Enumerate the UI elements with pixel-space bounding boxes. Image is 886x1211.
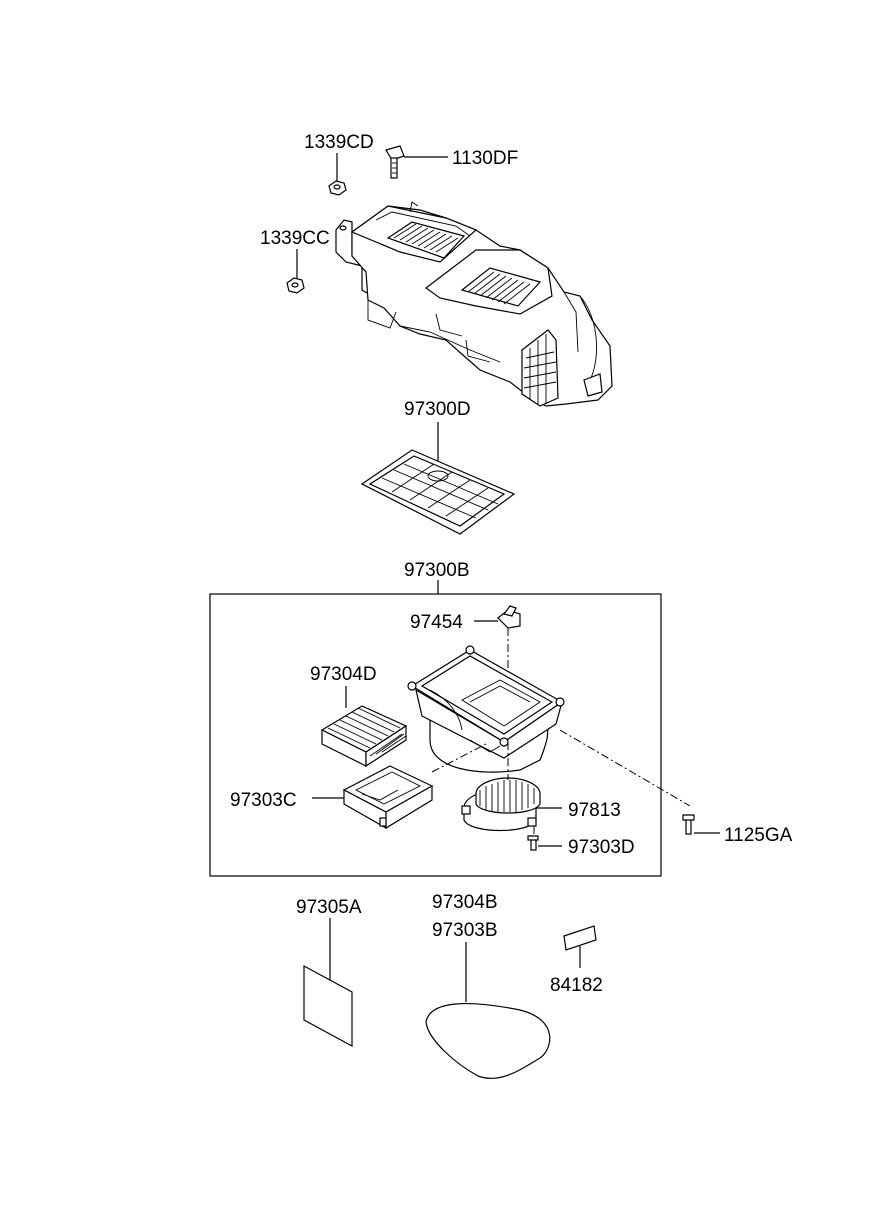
label-97303C: 97303C [230,790,297,811]
label-97303D: 97303D [568,837,635,858]
label-97300B: 97300B [404,560,470,581]
label-1130DF: 1130DF [452,148,518,169]
label-97303B: 97303B [432,920,498,941]
sensor-97454[interactable] [497,605,521,629]
blower-housing[interactable] [335,201,613,407]
filter-97304D[interactable] [320,705,408,768]
fan-motor-97813[interactable] [461,777,541,832]
dash-97303C [431,743,487,773]
label-84182[interactable] [563,925,597,951]
nut-1339CD[interactable] [328,180,347,196]
assembly-box-97300B [209,593,662,877]
label-97304D: 97304D [310,664,377,685]
screw-97303D[interactable] [527,835,539,851]
label-84182: 84182 [550,975,603,996]
label-97454: 97454 [410,612,463,633]
label-97304B: 97304B [432,892,498,913]
filter-97300D[interactable] [360,449,516,535]
label-1339CD: 1339CD [304,132,374,153]
blower-case[interactable] [407,645,565,773]
nut-1339CC[interactable] [286,277,305,294]
gasket-97304B[interactable] [425,1003,551,1079]
label-97300D: 97300D [404,399,471,420]
bolt-1130DF[interactable] [385,145,405,179]
label-97813: 97813 [568,800,621,821]
label-97305A[interactable] [303,964,353,1048]
label-97305A: 97305A [296,897,362,918]
dash-1125GA [559,729,691,807]
label-1125GA: 1125GA [724,825,793,846]
label-1339CC: 1339CC [260,228,330,249]
door-97303C[interactable] [342,765,434,830]
screw-1125GA[interactable] [682,814,695,835]
